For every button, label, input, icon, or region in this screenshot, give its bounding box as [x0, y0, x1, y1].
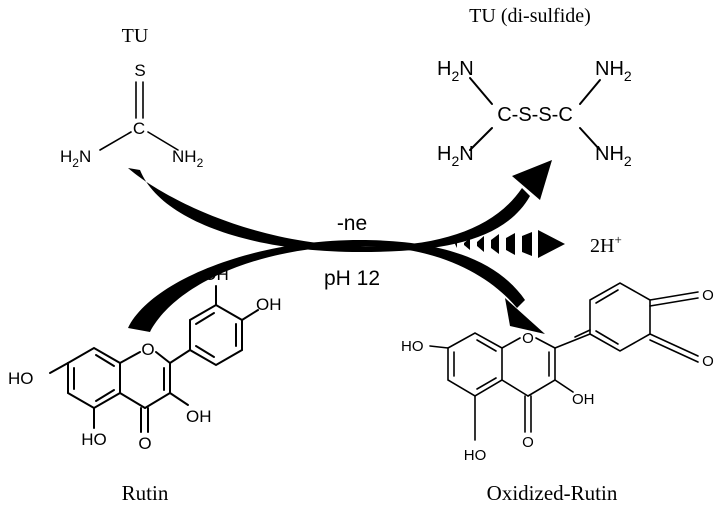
rutin-ring-oxygen: O	[141, 340, 154, 359]
tu-title: TU	[122, 25, 149, 47]
arrow-rutin-to-oxidized	[128, 240, 525, 332]
disulfide-h2n-top-left: H2N	[437, 58, 474, 84]
oxidized-quinone-oxygen-2: O	[702, 353, 714, 370]
disulfide-chain: C-S-S-C	[497, 104, 573, 126]
arrow-protons	[455, 230, 565, 258]
oxidized-3-oh: OH	[572, 391, 595, 408]
rutin-carbonyl-oxygen: O	[138, 434, 151, 453]
disulfide-nh2-top-right: NH2	[595, 58, 632, 84]
rutin-3-oh: OH	[186, 407, 212, 426]
arrowhead-disulfide	[512, 160, 552, 200]
disulfide-h2n-bottom-left: H2N	[437, 143, 474, 169]
thiourea-h2n-left: H2N	[60, 147, 91, 170]
ph-label: pH 12	[324, 267, 380, 290]
rutin-structure: O O OH HO HO OH OH	[8, 265, 282, 453]
protons-label: 2H+	[590, 232, 622, 257]
disulfide-structure: H2N NH2 C-S-S-C H2N NH2	[437, 58, 632, 169]
oxidized-rutin-label: Oxidized-Rutin	[487, 481, 618, 505]
thiourea-structure: S C H2N NH2	[60, 61, 204, 170]
thiourea-s-atom: S	[134, 61, 145, 80]
reaction-arrows	[128, 160, 565, 334]
oxidized-quinone-oxygen-1: O	[702, 287, 714, 304]
oxidized-ring-oxygen: O	[522, 330, 534, 347]
oxidized-rutin-structure: O O OH HO HO O O	[401, 282, 714, 464]
rutin-7-oh: HO	[8, 369, 34, 388]
oxidized-5-oh: HO	[464, 447, 487, 464]
rutin-4prime-oh: OH	[256, 295, 282, 314]
oxidized-carbonyl-oxygen: O	[522, 434, 534, 451]
rutin-3prime-oh: OH	[203, 265, 229, 284]
disulfide-nh2-bottom-right: NH2	[595, 143, 632, 169]
tu-disulfide-title: TU (di-sulfide)	[469, 5, 591, 27]
thiourea-c-atom: C	[133, 119, 145, 138]
arrow-tu-to-disulfide	[128, 168, 530, 252]
rutin-label: Rutin	[122, 481, 169, 505]
arrowhead-oxidized	[505, 298, 545, 334]
thiourea-nh2-right: NH2	[172, 147, 204, 170]
oxidized-7-oh: HO	[401, 338, 424, 355]
rutin-5-oh: HO	[81, 430, 107, 449]
electron-loss-label: -ne	[337, 212, 367, 235]
